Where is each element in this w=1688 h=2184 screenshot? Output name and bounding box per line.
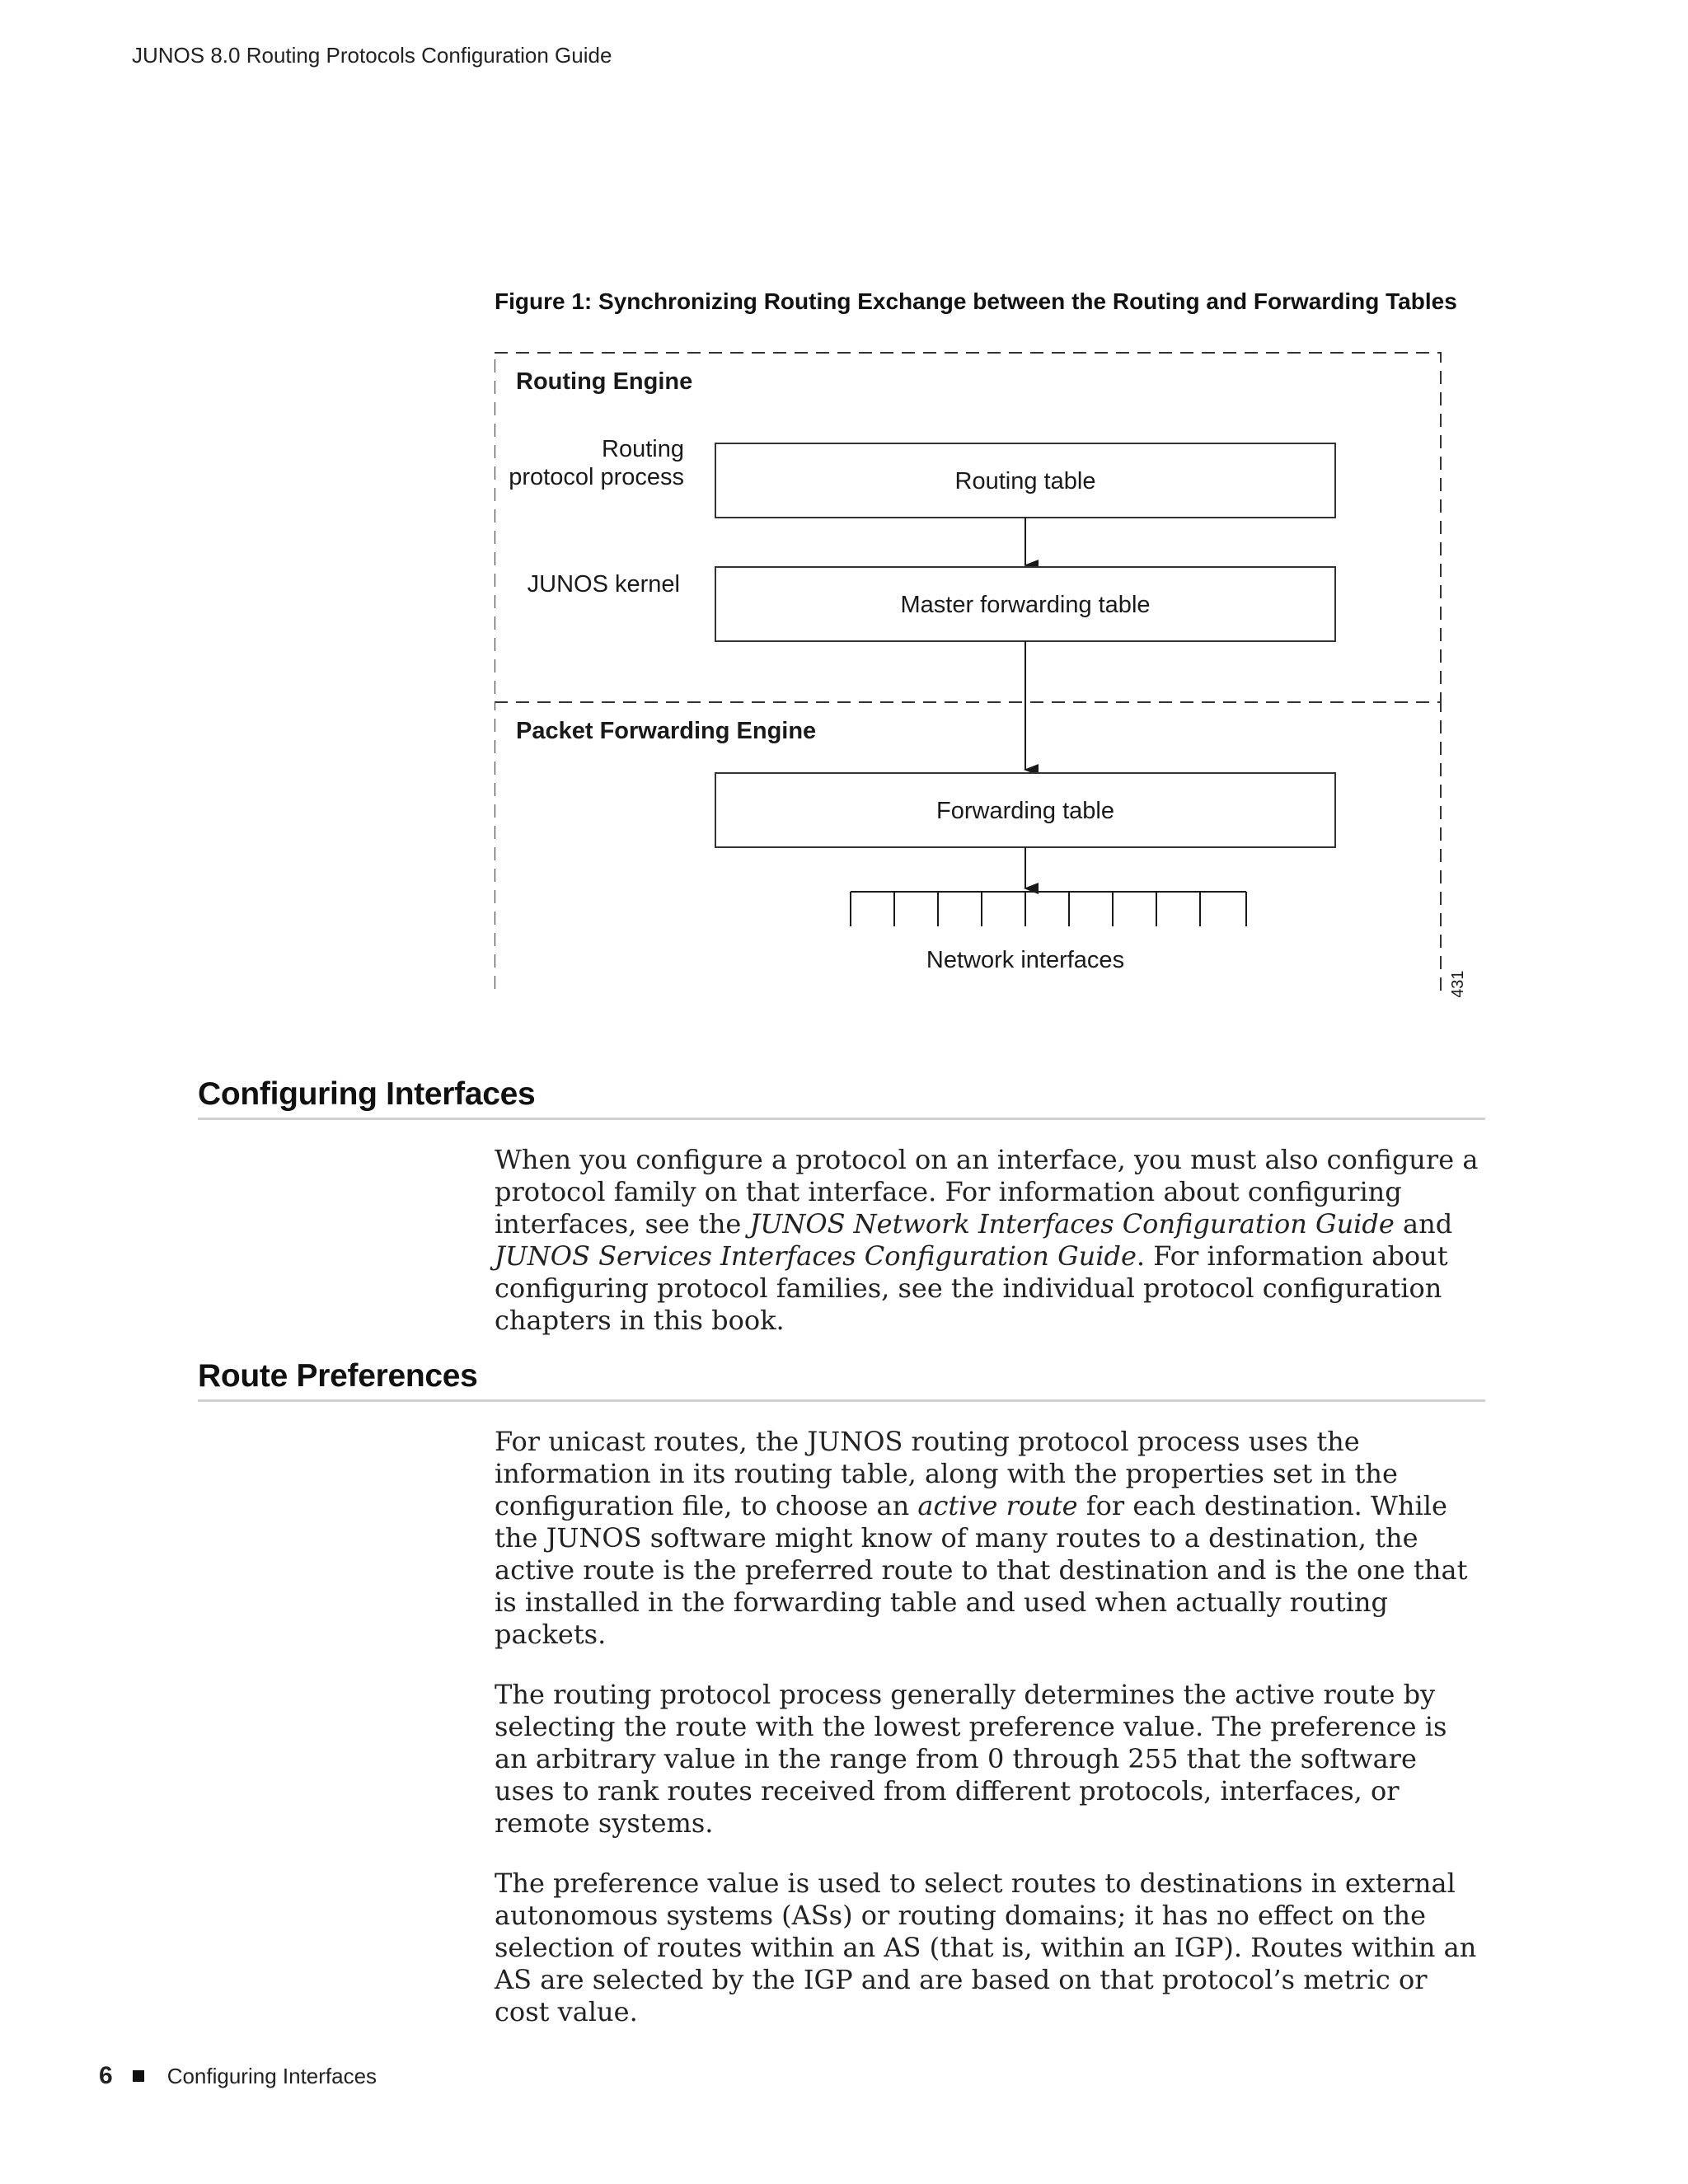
footer-section-title: Configuring Interfaces <box>166 2063 377 2088</box>
term-active-route: active route <box>917 1490 1078 1521</box>
routing-engine-frame <box>495 352 1442 703</box>
figure-caption: Figure 1: Synchronizing Routing Exchange… <box>495 288 1457 314</box>
figure-1: Figure 1: Synchronizing Routing Exchange… <box>495 288 1484 1030</box>
junos-kernel-label: JUNOS kernel <box>528 571 680 598</box>
text-run: . For information about configuring prot… <box>495 1240 1448 1336</box>
forwarding-table-box <box>715 772 1336 848</box>
section-heading-route-preferences: Route Preferences <box>198 1358 1485 1402</box>
running-header: JUNOS 8.0 Routing Protocols Configuratio… <box>132 43 612 68</box>
page-footer: 6 Configuring Interfaces <box>99 2062 377 2090</box>
routing-table-label: Routing table <box>955 468 1096 494</box>
paragraph: When you configure a protocol on an inte… <box>495 1144 1484 1337</box>
square-bullet-icon <box>132 2070 144 2082</box>
book-title-network-interfaces: JUNOS Network Interfaces Configuration G… <box>749 1208 1395 1240</box>
forwarding-table-label: Forwarding table <box>936 798 1114 824</box>
text-run: For unicast routes, the JUNOS routing pr… <box>495 1426 1398 1521</box>
figure-id: 1431 <box>1449 971 1467 998</box>
pfe-frame <box>495 701 1442 997</box>
routing-protocol-label-1: Routing <box>602 436 684 462</box>
network-interfaces-comb <box>850 891 1247 926</box>
text-run: and <box>1394 1208 1453 1240</box>
paragraph: For unicast routes, the JUNOS routing pr… <box>495 1426 1484 1651</box>
routing-table-box <box>715 443 1336 518</box>
routing-engine-label: Routing Engine <box>516 368 692 395</box>
paragraph: The preference value is used to select r… <box>495 1868 1477 2027</box>
network-interfaces-label: Network interfaces <box>926 947 1124 973</box>
routing-protocol-label-2: protocol process <box>509 464 684 490</box>
text-run: When you configure a protocol on an inte… <box>495 1144 1479 1240</box>
route-preferences-body: For unicast routes, the JUNOS routing pr… <box>495 1426 1484 2028</box>
pfe-label: Packet Forwarding Engine <box>516 718 816 744</box>
text-run: for each destination. While the JUNOS so… <box>495 1490 1468 1650</box>
configuring-interfaces-body: When you configure a protocol on an inte… <box>495 1144 1484 1337</box>
paragraph: The routing protocol process generally d… <box>495 1679 1447 1839</box>
book-title-services-interfaces: JUNOS Services Interfaces Configuration … <box>495 1240 1137 1272</box>
page-number: 6 <box>99 2062 113 2089</box>
master-forwarding-table-label: Master forwarding table <box>900 592 1150 618</box>
section-heading-configuring-interfaces: Configuring Interfaces <box>198 1076 1485 1120</box>
routing-diagram: Routing Engine Routing protocol process … <box>495 352 1467 998</box>
